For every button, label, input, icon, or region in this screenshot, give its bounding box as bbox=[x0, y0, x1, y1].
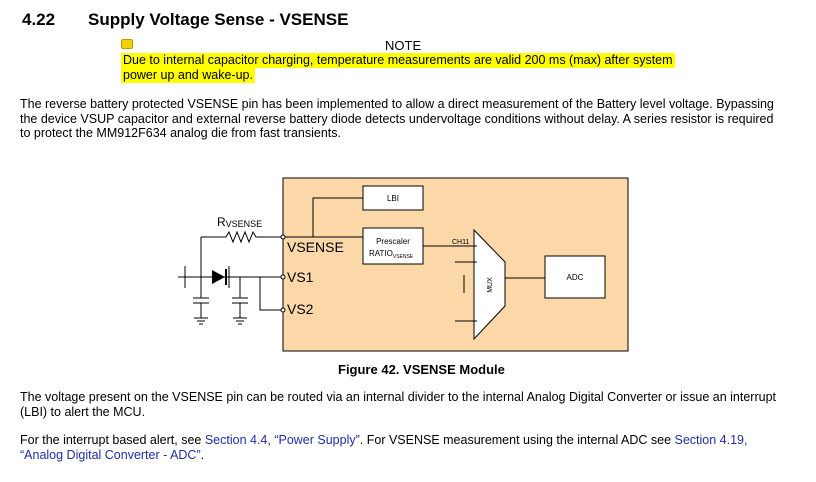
text-fragment: . For VSENSE measurement using the inter… bbox=[359, 433, 675, 447]
mux-label: MUX bbox=[487, 277, 494, 293]
note-text-line-2: power up and wake-up. bbox=[121, 68, 255, 83]
pin-vs1-label: VS1 bbox=[287, 269, 314, 285]
external-circuit bbox=[178, 230, 281, 325]
pin-vs1-marker bbox=[280, 274, 286, 280]
paragraph-line: For the interrupt based alert, see Secti… bbox=[20, 433, 747, 448]
note-label: NOTE bbox=[385, 38, 422, 53]
paragraph-line: to protect the MM912F634 analog die from… bbox=[20, 126, 342, 140]
text-fragment: . bbox=[200, 447, 205, 462]
lbi-label: LBI bbox=[387, 194, 399, 203]
paragraph-line: the device VSUP capacitor and external r… bbox=[20, 111, 774, 126]
paragraph-vsense-intro: The reverse battery protected VSENSE pin… bbox=[20, 97, 774, 141]
text-fragment: For the interrupt based alert, see bbox=[20, 433, 205, 447]
pin-vs2-marker bbox=[280, 307, 286, 313]
paragraph-line: (LBI) to alert the MCU. bbox=[20, 404, 146, 419]
figure-caption: Figure 42. VSENSE Module bbox=[338, 362, 505, 377]
link-section-4-4[interactable]: Section 4.4, “Power Supply” bbox=[204, 433, 360, 447]
section-title: Supply Voltage Sense - VSENSE bbox=[88, 10, 349, 29]
pin-vsense-marker bbox=[280, 234, 286, 240]
paragraph-line: The voltage present on the VSENSE pin ca… bbox=[20, 390, 776, 404]
pin-vsense-label: VSENSE bbox=[287, 239, 344, 255]
ch11-label: CH11 bbox=[452, 239, 469, 246]
internal-wires bbox=[283, 197, 545, 322]
paragraph-references: For the interrupt based alert, see Secti… bbox=[20, 433, 747, 462]
pin-vs2-label: VS2 bbox=[287, 301, 314, 317]
prescaler-ratio-text: RATIO bbox=[369, 249, 393, 258]
lbi-block bbox=[362, 185, 424, 211]
resistor-symbol bbox=[201, 230, 281, 244]
resistor-main-text: R bbox=[217, 215, 226, 229]
adc-block bbox=[544, 255, 606, 299]
mux-shape bbox=[473, 228, 506, 341]
paragraph-line: The reverse battery protected VSENSE pin… bbox=[20, 97, 774, 111]
note-text-line-1: Due to internal capacitor charging, temp… bbox=[121, 53, 675, 68]
note-comment-icon[interactable] bbox=[121, 39, 133, 49]
prescaler-ratio-label: RATIOVSENSE bbox=[369, 249, 414, 260]
diode-icon bbox=[212, 270, 225, 284]
resistor-label: RVSENSE bbox=[217, 215, 262, 229]
prescaler-block bbox=[362, 227, 424, 265]
resistor-subscript: VSENSE bbox=[226, 219, 263, 229]
link-section-4-19[interactable]: Section 4.19, bbox=[674, 433, 748, 447]
paragraph-routing: The voltage present on the VSENSE pin ca… bbox=[20, 390, 776, 419]
link-section-4-19-title[interactable]: “Analog Digital Converter - ADC” bbox=[20, 447, 201, 462]
paragraph-line: “Analog Digital Converter - ADC”. bbox=[20, 448, 747, 463]
prescaler-ratio-subscript: VSENSE bbox=[393, 254, 414, 260]
section-number: 4.22 bbox=[22, 10, 56, 29]
adc-label: ADC bbox=[567, 273, 584, 282]
prescaler-label: Prescaler bbox=[376, 237, 410, 246]
